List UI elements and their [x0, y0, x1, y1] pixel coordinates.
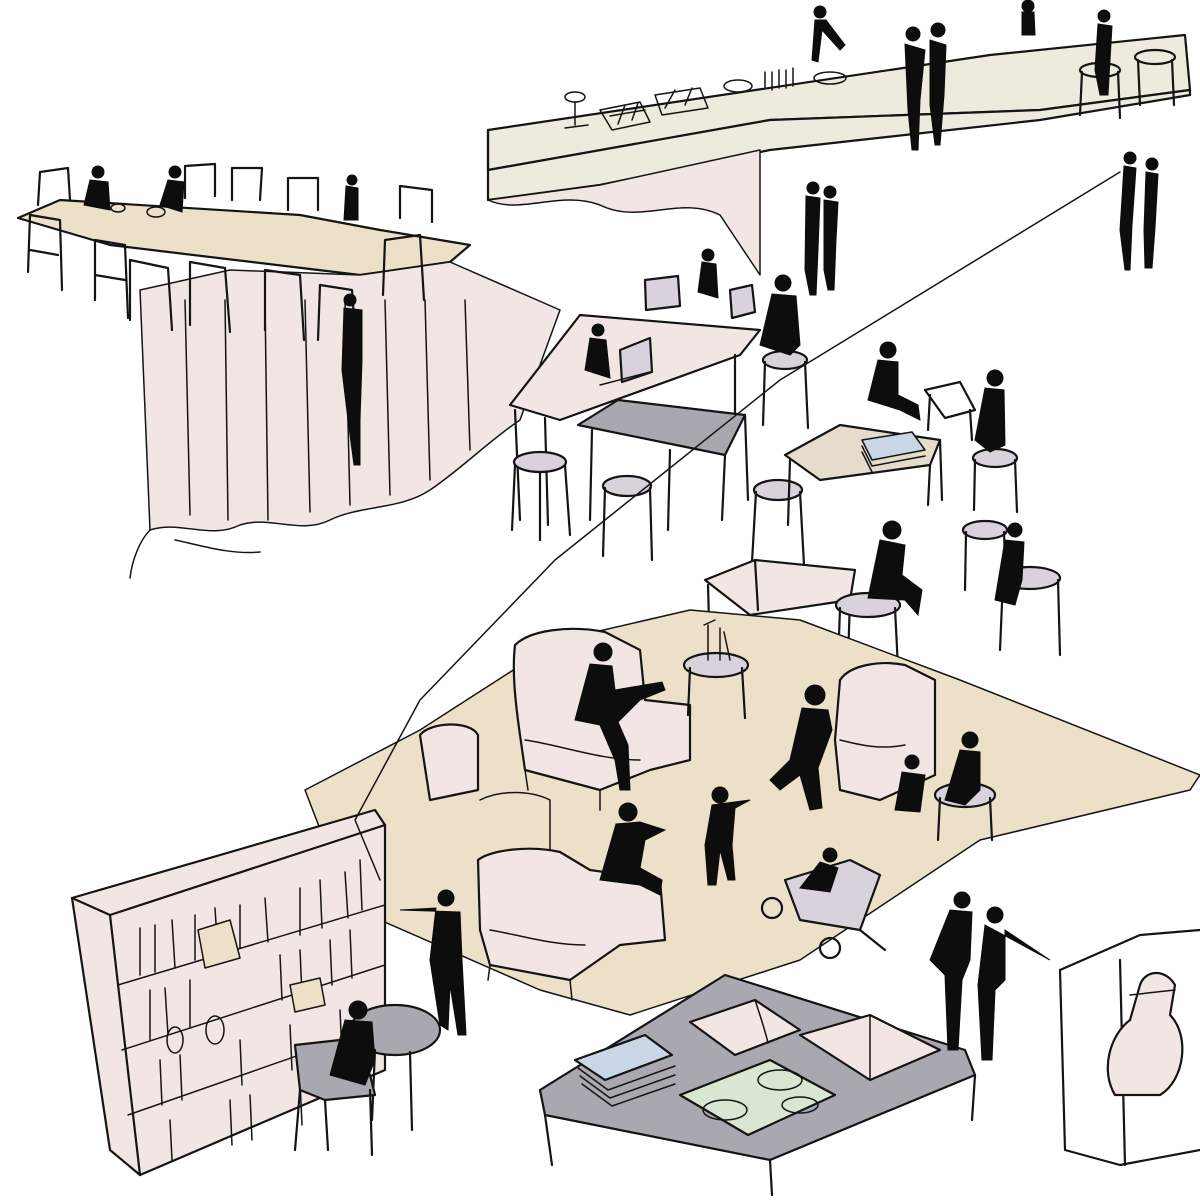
chair-outline-icon [26, 213, 64, 292]
chair-outline-icon [263, 268, 306, 342]
bar-counter [486, 33, 1192, 276]
work-desk [508, 274, 762, 527]
chair-outline-icon [183, 162, 217, 200]
dining-table-top [16, 198, 472, 277]
person-silhouette-icon [697, 248, 719, 299]
person-silhouette-icon [341, 293, 363, 466]
person-silhouette-icon [769, 684, 833, 811]
chair-outline-icon [381, 233, 426, 302]
person-silhouette-icon [894, 754, 926, 813]
bar-stool-icon [601, 474, 654, 562]
person-silhouette-icon [974, 369, 1006, 453]
person-silhouette-icon [159, 165, 185, 213]
person-silhouette-icon [904, 26, 926, 151]
bookshelf [70, 808, 387, 1177]
book-icon [861, 431, 926, 461]
table-lamp-icon [1106, 971, 1184, 1097]
book-icon [139, 859, 363, 1161]
person-silhouette-icon [867, 341, 921, 421]
laptop-icon [599, 336, 654, 386]
person-silhouette-icon [929, 22, 947, 146]
person-silhouette-icon [329, 1000, 376, 1086]
bar-tray [599, 101, 651, 131]
bar-stool-icon [971, 447, 1019, 514]
bar-counter-top [486, 33, 1192, 172]
side-table-with-books [783, 423, 944, 527]
bar-stool-icon [761, 349, 810, 430]
laptop-icon [643, 274, 682, 312]
person-silhouette-icon [574, 642, 666, 791]
coffee-table-with-books [538, 973, 977, 1197]
person-silhouette-icon [977, 906, 1051, 1061]
bar-curtain [487, 149, 761, 276]
person-silhouette-icon [823, 185, 839, 291]
person-silhouette-icon [804, 181, 821, 296]
book-icon [678, 1058, 837, 1137]
person-silhouette-icon [811, 5, 846, 63]
round-side-table [682, 619, 750, 720]
laptop-icon [728, 283, 757, 320]
person-silhouette-icon [343, 174, 359, 221]
chair-outline-icon [188, 260, 232, 334]
bar-glasses [764, 67, 794, 91]
chair-outline-icon [230, 166, 264, 202]
person-silhouette-icon [1021, 0, 1036, 36]
chair-outline-icon [93, 238, 130, 320]
person-silhouette-icon [704, 786, 751, 886]
person-silhouette-icon [994, 522, 1025, 606]
book-icon [573, 1033, 674, 1082]
person-silhouette-icon [1094, 9, 1113, 96]
person-silhouette-icon [944, 731, 981, 806]
chair-outline-icon [128, 258, 174, 332]
chair-outline-icon [286, 176, 320, 212]
chair-outline-icon [36, 166, 72, 207]
person-silhouette-icon [867, 520, 923, 617]
person-silhouette-icon [83, 165, 111, 211]
chair-outline-icon [923, 380, 977, 442]
person-silhouette-icon [584, 323, 611, 379]
person-silhouette-icon [799, 847, 839, 893]
person-silhouette-icon [1119, 151, 1137, 271]
person-silhouette-icon [929, 891, 973, 1051]
bar-stool-icon [750, 478, 806, 567]
book-icon [688, 998, 802, 1057]
person-silhouette-icon [399, 889, 467, 1036]
perspective-line [354, 171, 1121, 881]
chair-outline-icon [398, 184, 434, 224]
person-silhouette-icon [599, 802, 667, 896]
bar-tray [654, 87, 709, 116]
bar-stool-icon [1133, 48, 1177, 107]
person-silhouette-icon [759, 274, 801, 356]
person-silhouette-icon [1143, 157, 1159, 269]
bar-stool-icon [510, 450, 572, 542]
armchair-mid-left [418, 723, 480, 802]
long-dining-table [16, 162, 561, 579]
